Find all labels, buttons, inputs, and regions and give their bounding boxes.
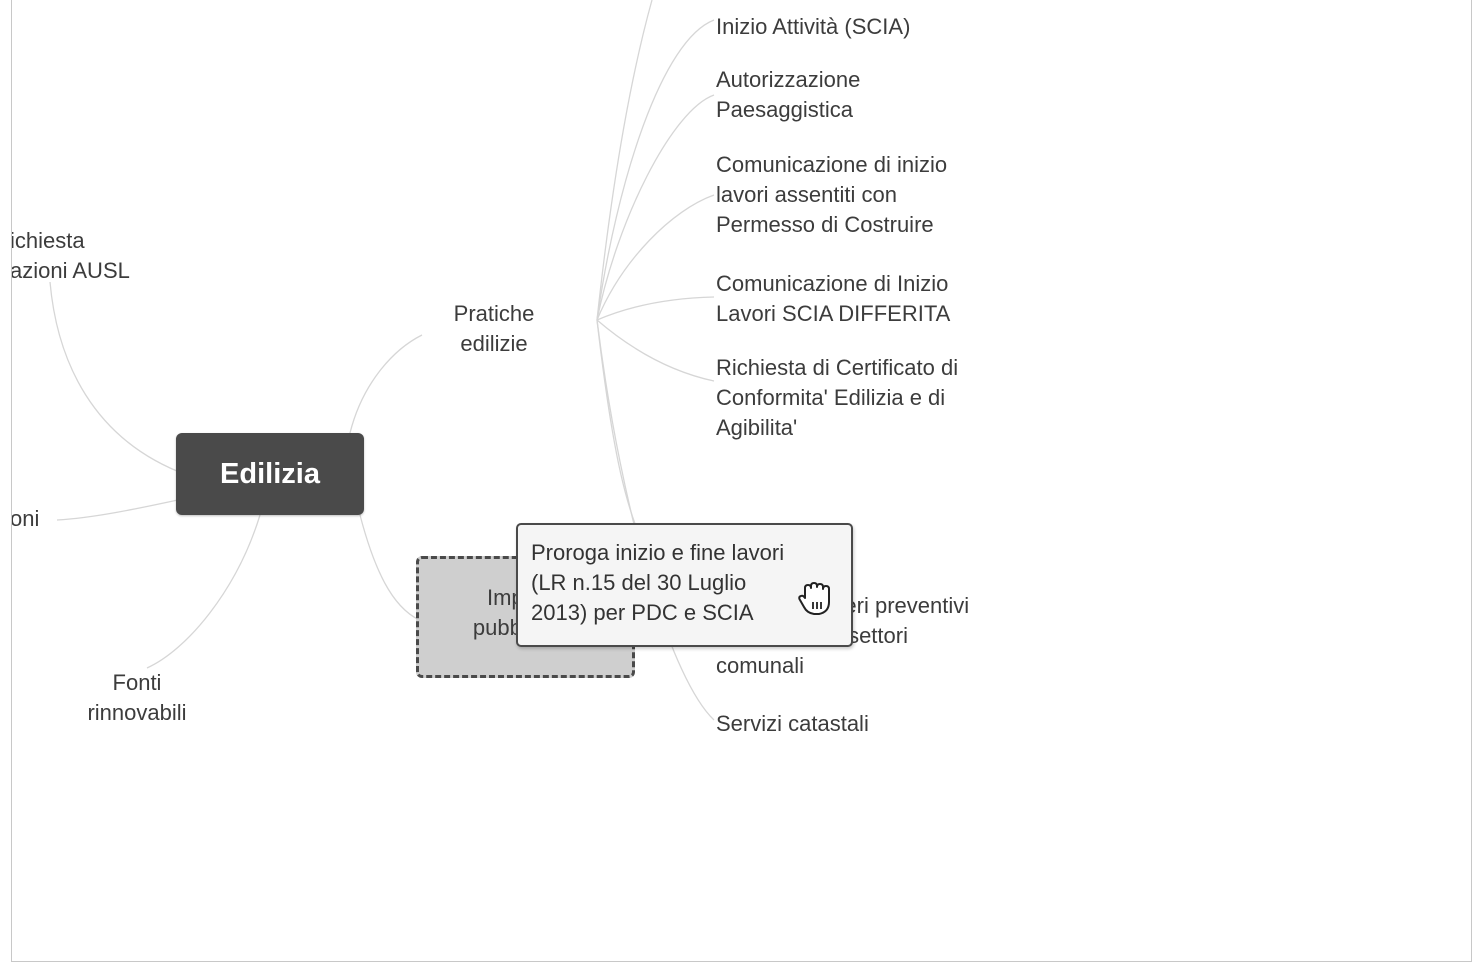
mind-map-canvas[interactable]: ichiesta azioni AUSL oni Fonti rinnovabi…: [11, 0, 1472, 962]
node-label-line: azioni AUSL: [11, 258, 130, 283]
dragged-node-label-line: 2013) per PDC e SCIA: [531, 600, 754, 625]
link-pratiche-cert: [596, 319, 715, 382]
node-label-line: Richiesta di Certificato di: [716, 355, 959, 380]
node-oni[interactable]: oni: [11, 504, 40, 534]
node-autorizzazione-paesaggistica[interactable]: Autorizzazione Paesaggistica: [716, 65, 860, 125]
node-label-line: Comunicazione di inizio: [716, 152, 948, 177]
root-node-edilizia[interactable]: Edilizia: [176, 433, 364, 515]
node-richiesta-ausl[interactable]: ichiesta azioni AUSL: [11, 226, 130, 286]
node-label-line: Agibilita': [716, 415, 798, 440]
node-label-line: lavori assentiti con: [716, 182, 897, 207]
link-root-pratiche: [349, 334, 423, 434]
node-label-line: Comunicazione di Inizio: [716, 271, 949, 296]
link-pratiche-top: [596, 0, 653, 321]
node-label-line: rinnovabili: [87, 700, 187, 725]
node-label-line: edilizie: [460, 331, 528, 356]
grab-hand-cursor-icon: [798, 582, 830, 615]
node-label-line: Fonti: [112, 670, 162, 695]
link-pratiche-comm1: [596, 194, 715, 321]
link-pratiche-scia: [596, 19, 715, 321]
node-label-line: comunali: [716, 653, 805, 678]
node-servizi-catastali[interactable]: Servizi catastali: [716, 709, 869, 739]
dragged-node-label-line: (LR n.15 del 30 Luglio: [531, 570, 747, 595]
link-root-impianti: [359, 514, 425, 623]
node-certificato-conformita[interactable]: Richiesta di Certificato di Conformita' …: [716, 353, 958, 443]
link-root-ausl: [49, 281, 188, 476]
node-label-line: Inizio Attività (SCIA): [716, 14, 911, 39]
link-pratiche-comm2: [596, 296, 715, 321]
node-label-line: Lavori SCIA DIFFERITA: [716, 301, 951, 326]
dragged-node-label-line: Proroga inizio e fine lavori: [531, 540, 785, 565]
link-pratiche-paes: [596, 94, 715, 321]
node-scia[interactable]: Inizio Attività (SCIA): [716, 12, 910, 42]
node-comunicazione-inizio-pdc[interactable]: Comunicazione di inizio lavori assentiti…: [716, 150, 947, 240]
node-label: oni: [11, 506, 40, 531]
node-label-line: Paesaggistica: [716, 97, 853, 122]
node-label-line: Conformita' Edilizia e di: [716, 385, 946, 410]
node-label-line: Autorizzazione: [716, 67, 861, 92]
node-label-line: Permesso di Costruire: [716, 212, 934, 237]
node-label-line: ichiesta: [11, 228, 85, 253]
node-label-line: Servizi catastali: [716, 711, 869, 736]
node-label-line: Pratiche: [453, 301, 535, 326]
node-pratiche-edilizie[interactable]: Pratiche edilizie: [436, 299, 552, 359]
link-root-oni: [56, 497, 188, 521]
node-comunicazione-scia-differita[interactable]: Comunicazione di Inizio Lavori SCIA DIFF…: [716, 269, 950, 329]
link-root-fonti: [146, 514, 261, 669]
root-node-label: Edilizia: [220, 457, 320, 490]
dragged-node-proroga[interactable]: Proroga inizio e fine lavori (LR n.15 de…: [516, 523, 853, 647]
node-fonti-rinnovabili[interactable]: Fonti rinnovabili: [79, 668, 195, 728]
